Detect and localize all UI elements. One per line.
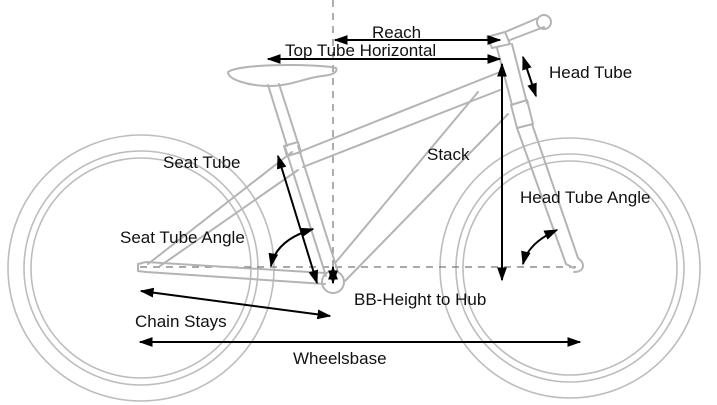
label-reach: Reach	[372, 23, 421, 42]
stem	[486, 14, 552, 49]
saddle	[227, 64, 338, 147]
seat-tube-arrow	[277, 154, 318, 285]
label-head-tube: Head Tube	[549, 63, 632, 82]
front-wheel	[439, 137, 701, 399]
head-tube-angle-arc	[521, 229, 559, 266]
label-bb-height-to-hub: BB-Height to Hub	[354, 290, 486, 309]
seat-tube-angle-arc	[268, 227, 315, 268]
label-head-tube-angle: Head Tube Angle	[520, 188, 650, 207]
label-chain-stays: Chain Stays	[135, 312, 227, 331]
label-seat-tube: Seat Tube	[163, 153, 241, 172]
head-tube-arrow	[522, 55, 537, 98]
handlebar	[536, 14, 552, 30]
label-seat-tube-angle: Seat Tube Angle	[120, 228, 245, 247]
fork	[510, 99, 584, 273]
label-wheelsbase: Wheelsbase	[293, 349, 387, 368]
label-stack: Stack	[427, 145, 470, 164]
chain-stays-arrow	[139, 287, 332, 320]
label-top-tube-horizontal: Top Tube Horizontal	[285, 41, 436, 60]
